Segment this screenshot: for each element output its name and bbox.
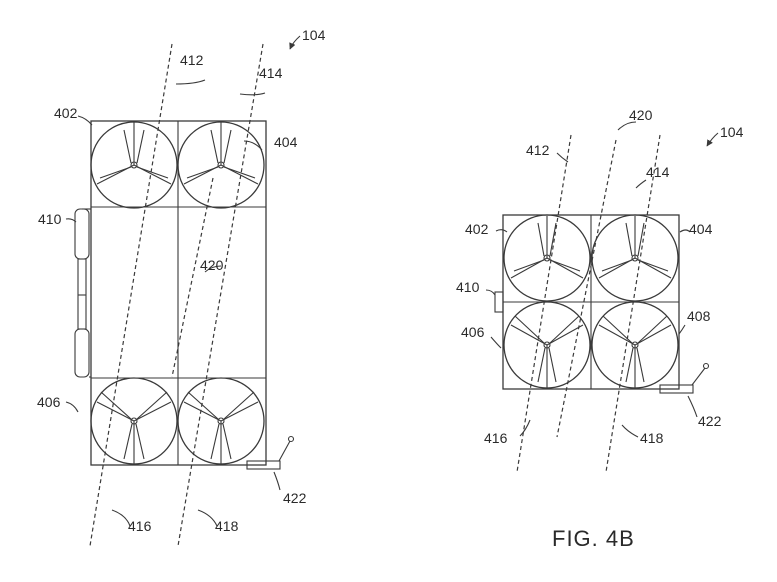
right-label-418: 418 xyxy=(640,430,664,446)
right-label-420: 420 xyxy=(629,107,653,123)
right-label-408: 408 xyxy=(687,308,711,324)
right-lever-422 xyxy=(659,362,710,394)
left-axis-420 xyxy=(171,177,214,378)
left-label-422: 422 xyxy=(283,490,307,506)
left-fan-404 xyxy=(177,121,265,209)
right-axis-414 xyxy=(605,134,661,473)
left-fan-406 xyxy=(90,377,178,465)
right-label-412: 412 xyxy=(526,142,550,158)
left-axis-412 xyxy=(89,43,173,547)
right-axis-420 xyxy=(556,139,617,438)
left-label-414: 414 xyxy=(259,65,283,81)
left-label-104: 104 xyxy=(302,27,326,43)
left-label-416: 416 xyxy=(128,518,152,534)
right-fan-408 xyxy=(591,301,679,389)
right-view: 104 420 412 414 402 404 410 408 406 422 … xyxy=(456,107,744,473)
right-label-422: 422 xyxy=(698,413,722,429)
right-axis-412 xyxy=(516,134,572,473)
right-label-406: 406 xyxy=(461,324,485,340)
right-pipe-410 xyxy=(494,291,504,313)
left-view: 104 412 414 402 404 410 420 406 422 416 … xyxy=(37,27,326,547)
right-label-414: 414 xyxy=(646,164,670,180)
right-label-410: 410 xyxy=(456,279,480,295)
left-fan-402 xyxy=(90,121,178,209)
right-label-416: 416 xyxy=(484,430,508,446)
right-label-404: 404 xyxy=(689,221,713,237)
right-fan-406 xyxy=(503,301,591,389)
left-label-404: 404 xyxy=(274,134,298,150)
left-lever-422 xyxy=(246,435,295,470)
left-label-418: 418 xyxy=(215,518,239,534)
left-label-402: 402 xyxy=(54,105,78,121)
right-label-104: 104 xyxy=(720,124,744,140)
right-fan-402 xyxy=(503,214,591,302)
left-fan-408 xyxy=(177,377,265,465)
left-label-420: 420 xyxy=(200,257,224,273)
left-label-406: 406 xyxy=(37,394,61,410)
right-label-402: 402 xyxy=(465,221,489,237)
left-axis-414 xyxy=(177,43,264,547)
left-label-410: 410 xyxy=(38,211,62,227)
left-label-412: 412 xyxy=(180,52,204,68)
left-pipe-410 xyxy=(74,208,91,378)
figure-caption: FIG. 4B xyxy=(552,526,635,551)
